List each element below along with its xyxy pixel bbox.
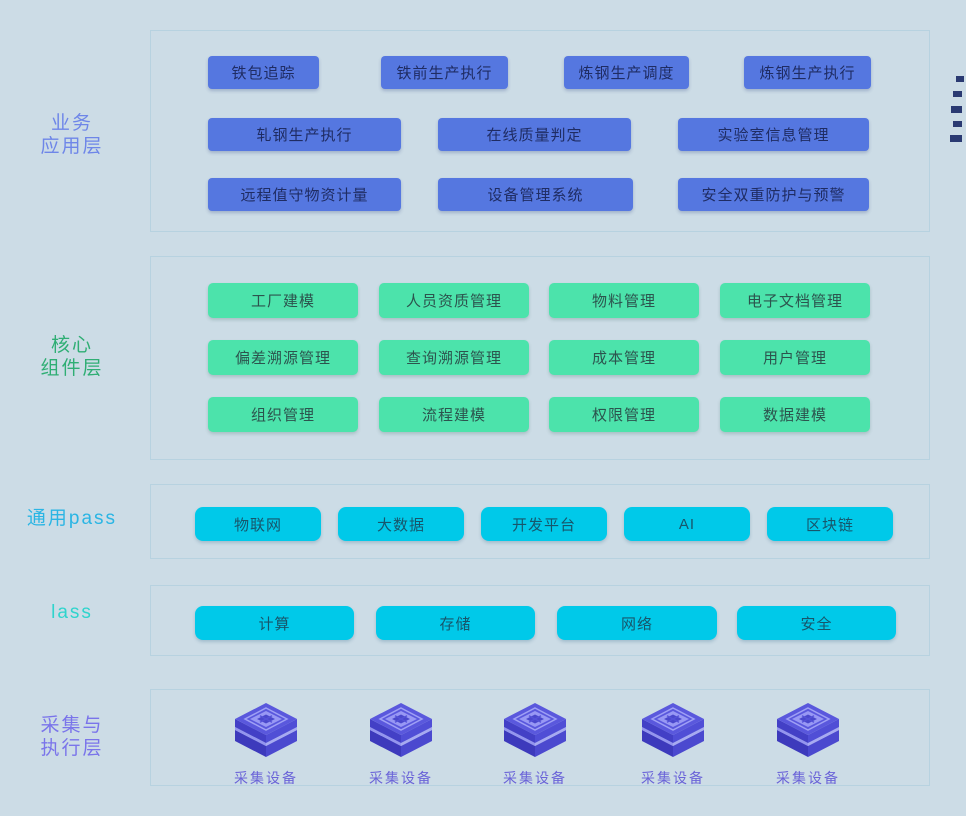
device-item: 采集设备 — [211, 700, 321, 788]
layer-label-core: 核心 组件层 — [40, 335, 104, 379]
module-button-core[interactable]: 查询溯源管理 — [379, 340, 529, 375]
module-button-iaas[interactable]: 安全 — [737, 606, 896, 640]
module-button-core[interactable]: 工厂建模 — [208, 283, 358, 318]
module-button-app[interactable]: 炼钢生产执行 — [744, 56, 871, 89]
module-button-iaas[interactable]: 网络 — [557, 606, 717, 640]
device-item: 采集设备 — [618, 700, 728, 788]
device-item: 采集设备 — [753, 700, 863, 788]
device-label: 采集设备 — [234, 770, 298, 786]
module-button-core[interactable]: 数据建模 — [720, 397, 870, 432]
module-button-paas[interactable]: 大数据 — [338, 507, 464, 541]
module-button-core[interactable]: 偏差溯源管理 — [208, 340, 358, 375]
module-button-app[interactable]: 在线质量判定 — [438, 118, 631, 151]
module-button-core[interactable]: 物料管理 — [549, 283, 699, 318]
module-button-iaas[interactable]: 存储 — [376, 606, 535, 640]
module-button-app[interactable]: 实验室信息管理 — [678, 118, 869, 151]
module-button-core[interactable]: 权限管理 — [549, 397, 699, 432]
layer-panel-device: 采集设备 采集设备 采集设备 — [150, 689, 930, 786]
module-button-core[interactable]: 流程建模 — [379, 397, 529, 432]
clipped-text-mark — [956, 76, 964, 82]
device-cube-icon — [370, 703, 432, 757]
module-button-core[interactable]: 成本管理 — [549, 340, 699, 375]
clipped-text-mark — [950, 135, 962, 142]
device-label: 采集设备 — [776, 770, 840, 786]
module-button-app[interactable]: 轧钢生产执行 — [208, 118, 401, 151]
layer-panel-core: 工厂建模人员资质管理物料管理电子文档管理偏差溯源管理查询溯源管理成本管理用户管理… — [150, 256, 930, 460]
device-label: 采集设备 — [641, 770, 705, 786]
module-button-core[interactable]: 电子文档管理 — [720, 283, 870, 318]
layer-panel-iaas: 计算存储网络安全 — [150, 585, 930, 656]
layer-label-iaas: lass — [51, 602, 93, 623]
layer-label-paas: 通用pass — [26, 508, 118, 529]
device-cube-icon — [504, 703, 566, 757]
module-button-app[interactable]: 安全双重防护与预警 — [678, 178, 869, 211]
module-button-paas[interactable]: 物联网 — [195, 507, 321, 541]
device-cube-icon — [642, 703, 704, 757]
layer-panel-app: 铁包追踪 铁前生产执行 炼钢生产调度 炼钢生产执行轧钢生产执行 在线质量判定 实验室信息管… — [150, 30, 930, 232]
module-button-paas[interactable]: AI — [624, 507, 750, 541]
module-button-paas[interactable]: 区块链 — [767, 507, 893, 541]
clipped-text-mark — [951, 106, 962, 113]
module-button-core[interactable]: 组织管理 — [208, 397, 358, 432]
device-item: 采集设备 — [346, 700, 456, 788]
clipped-text-mark — [953, 91, 962, 97]
device-cube-icon — [777, 703, 839, 757]
module-button-core[interactable]: 用户管理 — [720, 340, 870, 375]
layer-label-device: 采集与 执行层 — [40, 715, 104, 759]
module-button-app[interactable]: 铁前生产执行 — [381, 56, 508, 89]
clipped-text-mark — [953, 121, 962, 127]
layer-panel-paas: 物联网大数据开发平台 AI 区块链 — [150, 484, 930, 559]
device-item: 采集设备 — [480, 700, 590, 788]
module-button-paas[interactable]: 开发平台 — [481, 507, 607, 541]
module-button-app[interactable]: 远程值守物资计量 — [208, 178, 401, 211]
device-label: 采集设备 — [369, 770, 433, 786]
module-button-app[interactable]: 炼钢生产调度 — [564, 56, 689, 89]
device-cube-icon — [235, 703, 297, 757]
module-button-iaas[interactable]: 计算 — [195, 606, 354, 640]
layer-label-app: 业务 应用层 — [40, 113, 104, 157]
module-button-core[interactable]: 人员资质管理 — [379, 283, 529, 318]
device-label: 采集设备 — [503, 770, 567, 786]
module-button-app[interactable]: 铁包追踪 — [208, 56, 319, 89]
module-button-app[interactable]: 设备管理系统 — [438, 178, 633, 211]
